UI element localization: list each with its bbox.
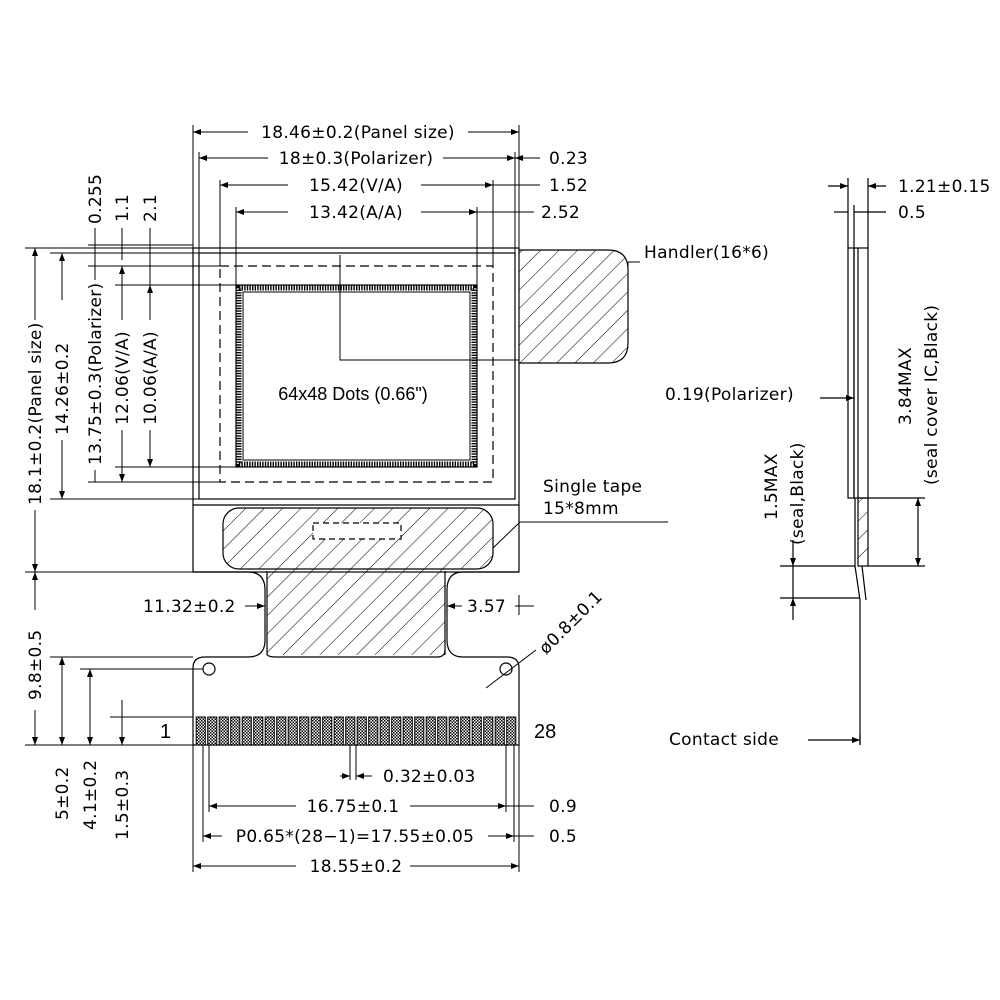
contact-pin <box>414 716 425 746</box>
dim-panel-width: 18.46±0.2(Panel size) <box>261 123 455 143</box>
ic-seal-note: (seal cover IC,Black) <box>922 305 942 485</box>
contact-pin <box>460 716 471 746</box>
contact-pin <box>448 716 459 746</box>
contact-pin <box>218 716 229 746</box>
contact-pin <box>345 716 356 746</box>
dim-va-offset: 1.52 <box>549 176 588 196</box>
dim-pin-width: 0.32±0.03 <box>383 767 476 787</box>
contact-pin <box>356 716 367 746</box>
contact-pins <box>195 716 517 746</box>
contact-pin <box>425 716 436 746</box>
dim-aa-offset: 2.52 <box>541 203 580 223</box>
contact-pin <box>494 716 505 746</box>
fpc-hatched-strip <box>267 569 445 655</box>
display-resolution-label: 64x48 Dots (0.66") <box>278 384 427 404</box>
contact-side-label: Contact side <box>669 730 779 750</box>
contact-pin <box>264 716 275 746</box>
contact-pin <box>506 716 517 746</box>
dim-fpc-width: 11.32±0.2 <box>143 597 236 617</box>
dim-aa-height: 10.06(A/A) <box>141 331 161 425</box>
handler-tab <box>519 249 629 364</box>
contact-pin <box>299 716 310 746</box>
dim-va-top-offset: 1.1 <box>113 194 133 222</box>
dim-hole-diameter: ø0.8±0.1 <box>535 587 607 659</box>
aa-outline <box>235 284 478 468</box>
dim-pitch-offset: 0.5 <box>549 827 577 847</box>
contact-pin <box>322 716 333 746</box>
mount-hole-left <box>202 662 216 676</box>
dim-pin-span-offset: 0.9 <box>549 797 577 817</box>
contact-pin <box>333 716 344 746</box>
dim-va-height: 12.06(V/A) <box>113 331 133 425</box>
dim-contact-height: 4.1±0.2 <box>81 760 101 830</box>
dim-pitch: P0.65*(28−1)=17.55±0.05 <box>236 827 474 847</box>
pin-label-first: 1 <box>160 721 171 743</box>
dim-fpc-total-width: 18.55±0.2 <box>310 857 403 877</box>
mount-hole-right <box>499 662 513 676</box>
contact-pin <box>241 716 252 746</box>
handler-label: Handler(16*6) <box>644 243 769 263</box>
tape-size-label: 15*8mm <box>543 499 619 519</box>
tape-label: Single tape <box>543 477 642 497</box>
va-outline <box>219 265 494 483</box>
contact-pin <box>310 716 321 746</box>
dim-ic-height: 3.84MAX <box>896 347 916 425</box>
contact-pin <box>276 716 287 746</box>
dim-glass: 0.5 <box>898 203 926 223</box>
contact-pin <box>402 716 413 746</box>
seal-note: (seal,Black) <box>788 442 808 545</box>
contact-pin <box>437 716 448 746</box>
dim-seal-height: 1.5MAX <box>762 453 782 520</box>
dim-panel-height: 18.1±0.2(Panel size) <box>26 322 46 505</box>
dim-va-width: 15.42(V/A) <box>309 176 403 196</box>
dim-aa-width: 13.42(A/A) <box>309 203 403 223</box>
dim-polarizer-width: 18±0.3(Polarizer) <box>279 149 434 169</box>
dim-polarizer-offset: 0.23 <box>549 149 588 169</box>
contact-pin <box>368 716 379 746</box>
dim-fpc-offset: 3.57 <box>467 597 506 617</box>
dim-polarizer-height: 13.75±0.3(Polarizer) <box>86 283 106 465</box>
contact-pin <box>195 716 206 746</box>
dim-polarizer-top-offset: 0.255 <box>86 174 106 224</box>
aa-dots-border <box>236 285 477 467</box>
contact-pin <box>483 716 494 746</box>
contact-pin <box>253 716 264 746</box>
dim-aa-top-offset: 2.1 <box>141 194 161 222</box>
dim-fpc-length: 9.8±0.5 <box>26 630 46 700</box>
contact-pin <box>379 716 390 746</box>
dim-thickness: 1.21±0.15 <box>898 177 991 197</box>
contact-pin <box>471 716 482 746</box>
dim-pad-height: 1.5±0.3 <box>113 770 133 840</box>
dim-hole-height: 5±0.2 <box>53 766 73 820</box>
contact-pin <box>207 716 218 746</box>
polarizer-outline <box>198 252 516 500</box>
dim-module-height: 14.26±0.2 <box>53 342 73 435</box>
contact-pin <box>391 716 402 746</box>
contact-pin <box>230 716 241 746</box>
dim-pin-span: 16.75±0.1 <box>307 797 400 817</box>
dim-side-polarizer: 0.19(Polarizer) <box>665 385 794 405</box>
pin-label-last: 28 <box>534 721 556 743</box>
tape-inner-dashed <box>312 522 402 540</box>
contact-pin <box>287 716 298 746</box>
